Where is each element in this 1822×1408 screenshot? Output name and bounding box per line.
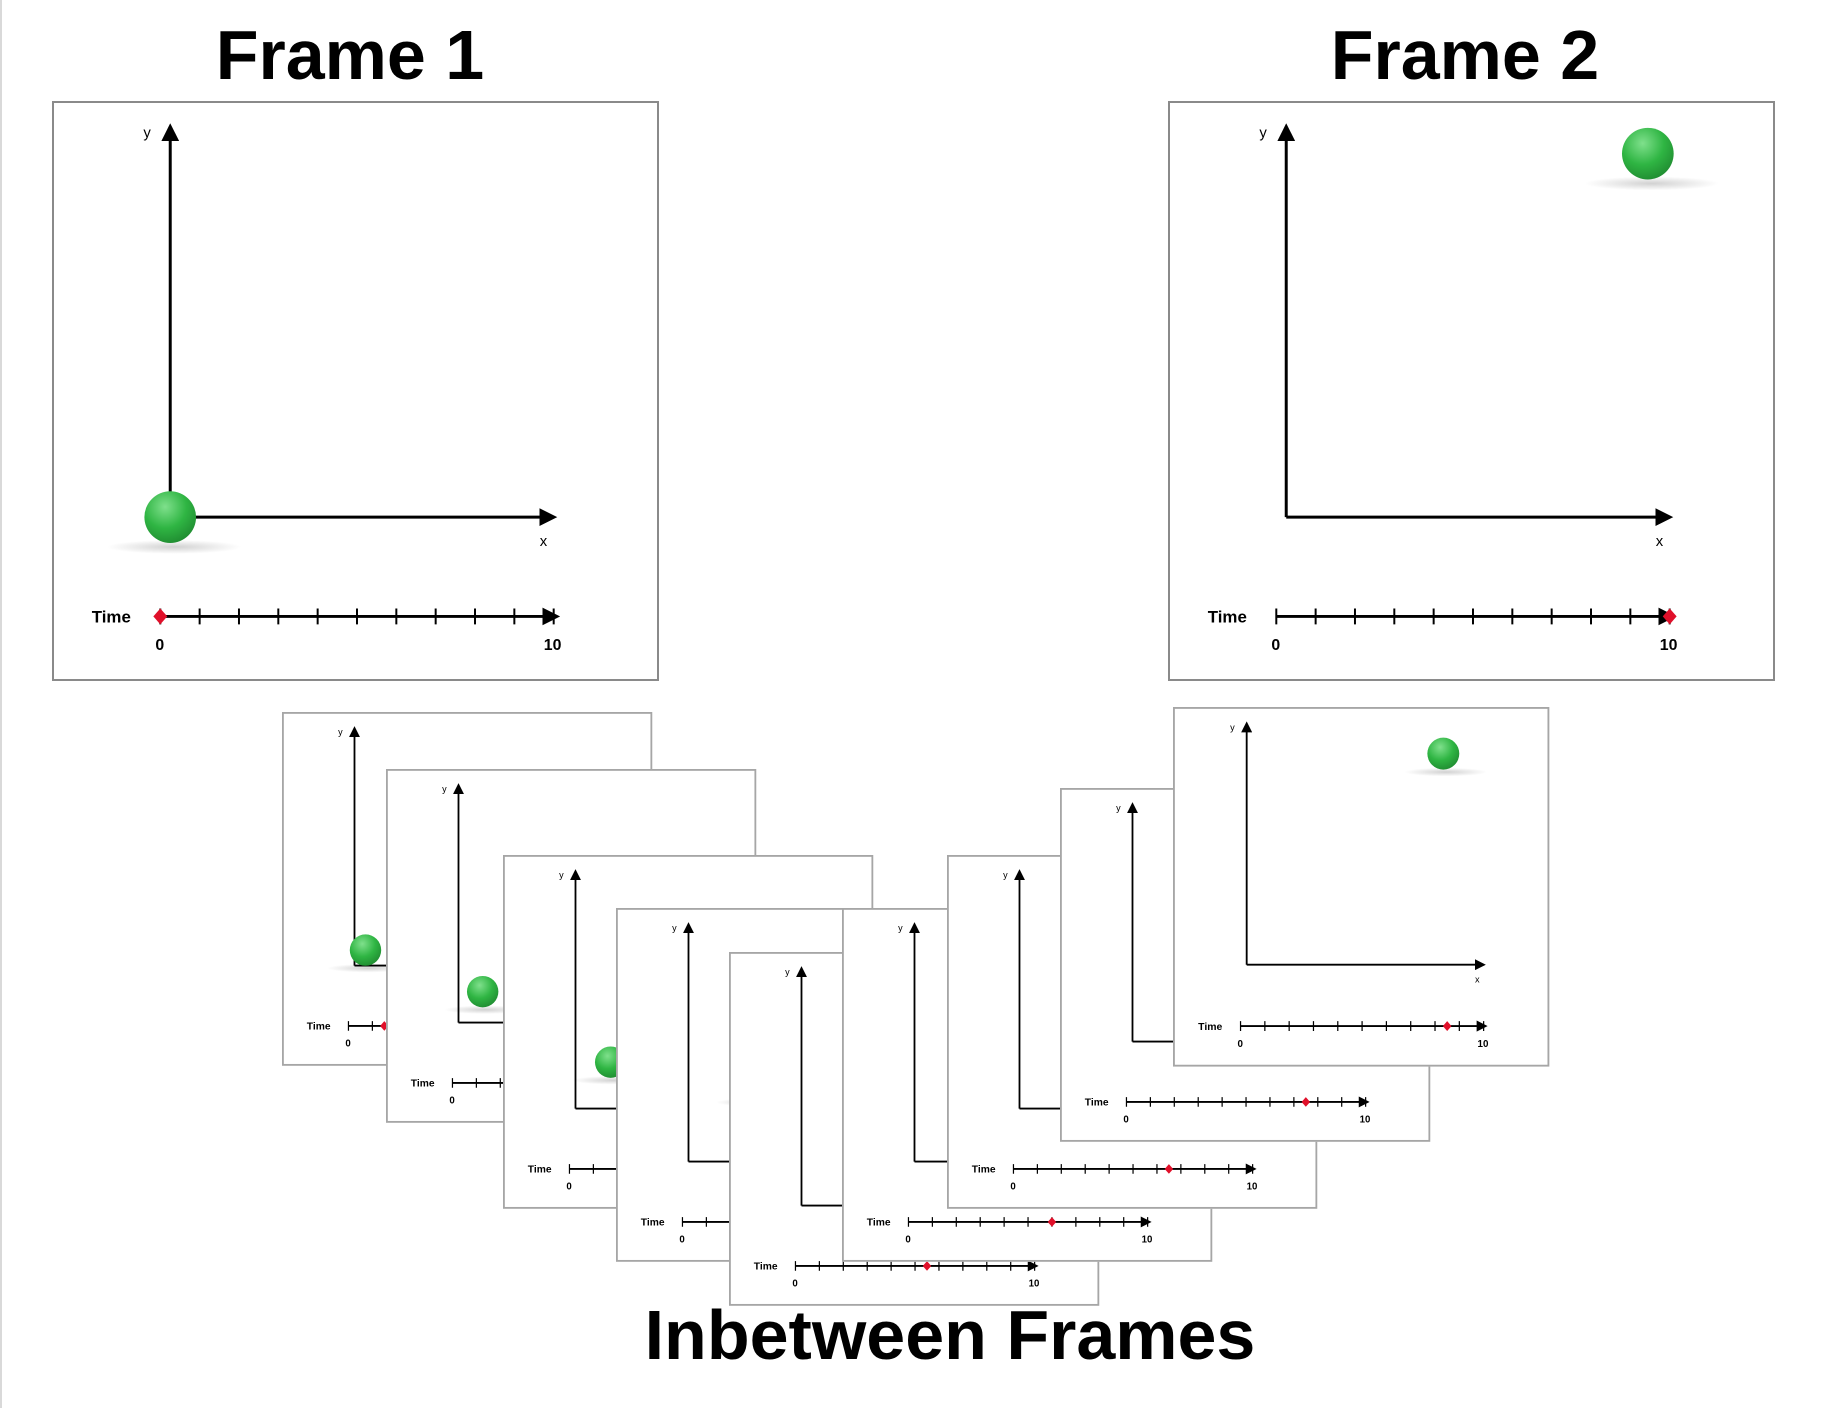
y-axis-label: y — [898, 923, 903, 933]
time-start-label: 0 — [345, 1038, 350, 1049]
time-end-label: 10 — [1660, 637, 1678, 654]
green-ball — [1622, 127, 1674, 180]
ball-shadow — [107, 539, 242, 554]
time-marker — [1442, 1021, 1452, 1031]
x-axis-label: x — [1475, 975, 1480, 985]
time-label: Time — [528, 1165, 552, 1176]
time-start-label: 0 — [449, 1095, 454, 1106]
y-axis-label: y — [338, 727, 343, 737]
time-end-label: 10 — [544, 637, 562, 654]
time-marker — [1301, 1097, 1311, 1107]
time-start-label: 0 — [792, 1278, 797, 1289]
time-marker — [1164, 1164, 1174, 1174]
time-label: Time — [867, 1218, 891, 1229]
y-axis-label: y — [672, 923, 677, 933]
time-marker — [380, 1021, 389, 1031]
green-ball — [349, 934, 382, 966]
y-axis-label: y — [1003, 870, 1008, 880]
time-end-label: 10 — [1360, 1114, 1371, 1125]
y-axis-label: y — [1259, 126, 1267, 142]
green-ball — [144, 491, 197, 543]
time-start-label: 0 — [1123, 1114, 1128, 1125]
time-end-label: 10 — [1247, 1181, 1258, 1192]
y-axis-label: y — [785, 967, 790, 977]
time-end-label: 10 — [1142, 1234, 1153, 1245]
time-start-label: 0 — [1010, 1181, 1015, 1192]
inbetween-frames-title: Inbetween Frames — [644, 1296, 1256, 1374]
time-label: Time — [1198, 1022, 1222, 1033]
left-edge-rule — [0, 0, 2, 1408]
time-label: Time — [754, 1262, 778, 1273]
ball-shadow — [1404, 767, 1488, 777]
green-ball — [466, 975, 499, 1008]
time-start-label: 0 — [905, 1234, 910, 1245]
time-marker — [922, 1261, 932, 1271]
y-axis-label: y — [143, 126, 151, 142]
time-label: Time — [972, 1165, 996, 1176]
time-start-label: 0 — [1237, 1039, 1243, 1050]
y-axis-label: y — [442, 784, 447, 794]
time-label: Time — [92, 607, 131, 626]
x-axis-label: x — [1656, 534, 1664, 550]
y-axis-label: y — [559, 870, 564, 880]
time-start-label: 0 — [679, 1234, 684, 1245]
time-label: Time — [1085, 1098, 1109, 1109]
time-label: Time — [641, 1218, 665, 1229]
time-start-label: 0 — [566, 1181, 571, 1192]
x-axis-label: x — [540, 534, 548, 550]
green-ball — [1427, 737, 1460, 770]
time-label: Time — [1208, 607, 1247, 626]
time-end-label: 10 — [1477, 1039, 1488, 1050]
frame-2-title: Frame 2 — [1330, 16, 1600, 94]
frame-1-title: Frame 1 — [215, 16, 485, 94]
time-end-label: 10 — [1029, 1278, 1040, 1289]
time-start-label: 0 — [155, 637, 164, 654]
time-label: Time — [307, 1022, 331, 1033]
time-start-label: 0 — [1271, 637, 1280, 654]
time-marker — [1047, 1217, 1057, 1227]
time-marker — [153, 608, 168, 625]
time-marker — [1662, 608, 1677, 625]
ball-shadow — [1584, 176, 1719, 191]
y-axis-label: y — [1230, 722, 1235, 732]
time-label: Time — [411, 1079, 435, 1090]
y-axis-label: y — [1116, 803, 1121, 813]
